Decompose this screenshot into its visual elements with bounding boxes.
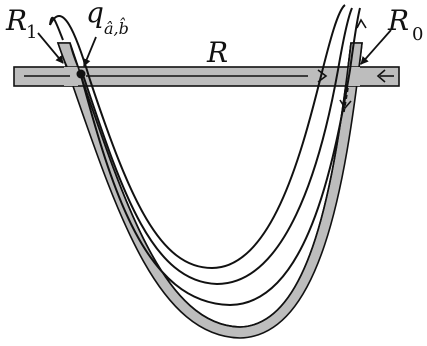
trajectory-curve-2 bbox=[81, 7, 353, 286]
band-overlay-right-middle bbox=[348, 67, 360, 86]
q-pointer-arrow bbox=[82, 36, 97, 67]
band-flow-arrows bbox=[339, 18, 367, 113]
trajectory-curve-inner bbox=[49, 16, 64, 41]
label-q: q bbox=[86, 0, 104, 29]
chevron-arrow-down bbox=[339, 99, 352, 110]
band-inner-edge bbox=[69, 42, 352, 328]
band-overlay-left bbox=[56, 42, 80, 68]
gray-parabolic-band bbox=[56, 42, 363, 339]
chevron-arrow-left bbox=[376, 69, 386, 83]
label-r0-subscript: 0 bbox=[412, 24, 423, 45]
trajectory-curve-3 bbox=[79, 7, 361, 307]
label-r0: R bbox=[387, 4, 409, 37]
r1-pointer-arrow bbox=[37, 32, 64, 64]
band-overlay-left-middle bbox=[64, 67, 78, 86]
chevron-arrow-up bbox=[356, 18, 367, 29]
label-r: R bbox=[206, 36, 228, 69]
point-q-dot bbox=[76, 69, 86, 79]
label-r1-subscript: 1 bbox=[26, 22, 37, 43]
label-q-subscript: â,b̂ bbox=[104, 18, 129, 38]
chevron-arrow-right bbox=[317, 69, 328, 83]
r0-pointer-arrow bbox=[360, 29, 392, 65]
bar-flow-arrows bbox=[24, 69, 394, 83]
label-r1: R bbox=[5, 4, 27, 37]
